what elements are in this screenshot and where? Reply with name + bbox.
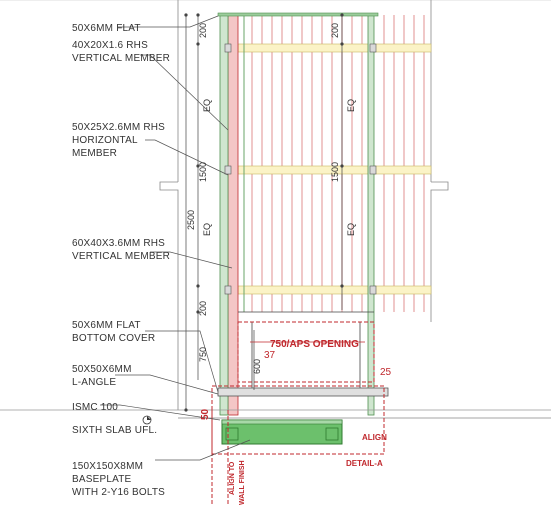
- opening-frame: [238, 311, 374, 390]
- dim-eq-right-top: EQ: [346, 99, 356, 112]
- dim-mid-left: 1500: [198, 162, 208, 182]
- bolt-left: [225, 427, 239, 441]
- label-rhs-vertical-2: VERTICAL MEMBER: [72, 53, 170, 64]
- label-flat-bottom-1: 50X6MM FLAT: [72, 320, 141, 331]
- top-flat: [217, 12, 379, 17]
- baseplate: [221, 419, 343, 425]
- label-rhs-big-2: VERTICAL MEMBER: [72, 251, 170, 262]
- leader-lines: [100, 15, 251, 461]
- label-rhs-big-1: 60X40X3.6MM RHS: [72, 238, 165, 249]
- label-rhs-horizontal-3: MEMBER: [72, 148, 117, 159]
- dim-h750: 750: [198, 347, 208, 362]
- dimension-ticks: [184, 13, 344, 412]
- dim-25: 25: [380, 367, 392, 378]
- dim-50: 50: [200, 408, 211, 420]
- dimension-lines: [185, 15, 365, 410]
- wall-outline: [159, 0, 449, 410]
- label-angle-2: L-ANGLE: [72, 377, 116, 388]
- label-baseplate-3: WITH 2-Y16 BOLTS: [72, 487, 165, 498]
- wall-label-1: ALIGN TO: [229, 461, 236, 495]
- label-baseplate-1: 150X150X8MM: [72, 461, 143, 472]
- dim-eq-left-bottom: EQ: [202, 223, 212, 236]
- label-flat-top: 50X6MM FLAT: [72, 23, 141, 34]
- bolt-right: [325, 427, 339, 441]
- level-marker-fill: [147, 416, 151, 420]
- label-rhs-horizontal-1: 50X25X2.6MM RHS: [72, 122, 165, 133]
- l-angle: [217, 387, 389, 397]
- dim-mid-right: 1500: [330, 162, 340, 182]
- dim-eq-right-bottom: EQ: [346, 223, 356, 236]
- rhs-vertical-member: [227, 14, 239, 416]
- label-flat-bottom-2: BOTTOM COVER: [72, 333, 155, 344]
- detail-label: DETAIL-A: [346, 459, 383, 468]
- dim-bottom-200: 200: [198, 301, 208, 316]
- dim-37: 37: [264, 350, 276, 361]
- align-label: ALIGN: [362, 433, 387, 442]
- dim-overall: 2500: [186, 210, 196, 230]
- label-ismc: ISMC 100: [72, 402, 118, 413]
- label-baseplate-2: BASEPLATE: [72, 474, 132, 485]
- label-rhs-horizontal-2: HORIZONTAL: [72, 135, 138, 146]
- wall-label-2: WALL FINISH: [239, 460, 246, 505]
- dim-top-right: 200: [330, 23, 340, 38]
- dim-top-left: 200: [198, 23, 208, 38]
- left-post: [219, 14, 229, 416]
- detail-boxes: [211, 321, 385, 506]
- label-angle-1: 50X50X6MM: [72, 364, 132, 375]
- right-post: [367, 14, 375, 416]
- label-rhs-vertical-1: 40X20X1.6 RHS: [72, 40, 148, 51]
- opening-label: 750/APS OPENING: [270, 339, 359, 350]
- dim-h600: 600: [252, 359, 262, 374]
- dim-eq-left-top: EQ: [202, 99, 212, 112]
- connector-blocks: [224, 43, 377, 295]
- label-slab: SIXTH SLAB UFL.: [72, 425, 157, 436]
